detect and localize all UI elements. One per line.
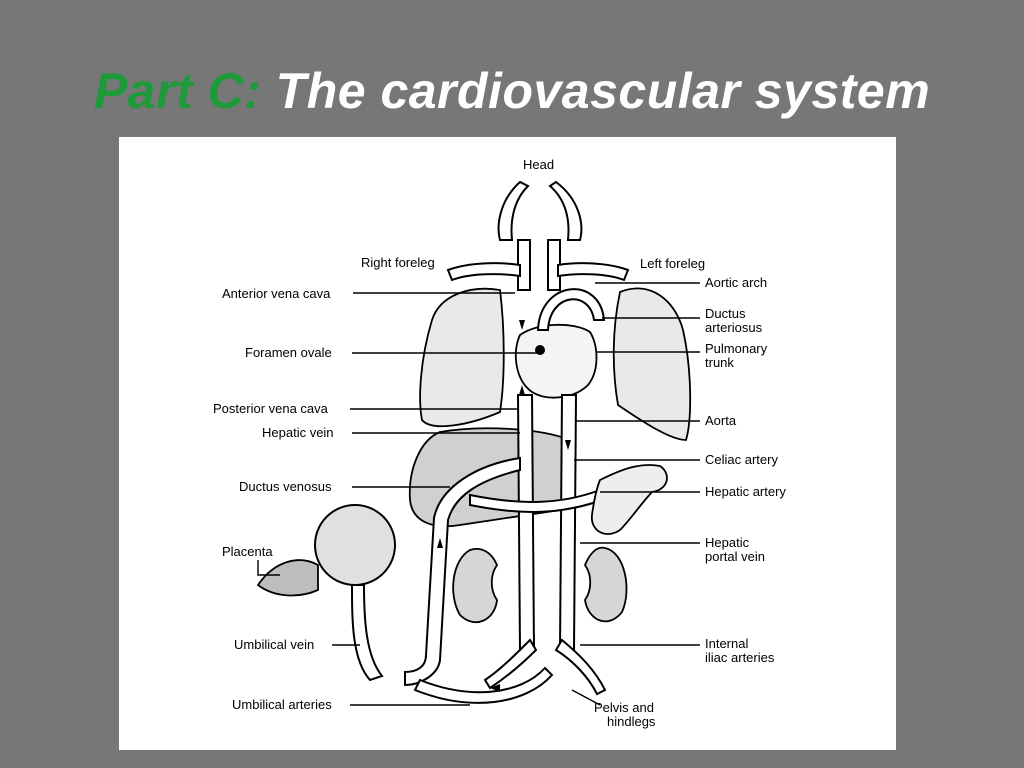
label-right-foreleg: Right foreleg	[361, 255, 435, 270]
right-foreleg-vessel	[446, 262, 521, 282]
flow-arrow	[490, 684, 500, 692]
left-foreleg-vessel	[557, 262, 630, 282]
head-vessels-right	[548, 180, 583, 241]
posterior-vena-cava-trunk	[516, 394, 536, 651]
slide-title: Part C: The cardiovascular system	[0, 62, 1024, 120]
heart	[514, 323, 598, 399]
right-kidney	[452, 548, 499, 624]
left-lung	[612, 287, 692, 441]
label-left-foreleg: Left foreleg	[640, 256, 705, 271]
label-pelvis-hindlegs-line2: hindlegs	[607, 714, 656, 729]
label-pulmonary-trunk-line2: trunk	[705, 355, 734, 370]
label-anterior-vena-cava: Anterior vena cava	[222, 286, 331, 301]
placenta	[314, 504, 396, 586]
aorta-trunk	[558, 394, 578, 651]
flow-arrow	[519, 385, 525, 395]
flow-arrow	[519, 320, 525, 330]
right-lung	[419, 287, 505, 428]
label-aortic-arch: Aortic arch	[705, 275, 767, 290]
placenta-membrane	[256, 559, 319, 597]
label-hepatic-portal-vein-line2: portal vein	[705, 549, 765, 564]
label-hepatic-portal-vein-line1: Hepatic	[705, 535, 750, 550]
neck-trunk	[517, 239, 561, 291]
label-internal-iliac-line1: Internal	[705, 636, 748, 651]
head-vessels	[497, 180, 530, 241]
label-placenta: Placenta	[222, 544, 273, 559]
title-main: The cardiovascular system	[275, 63, 931, 119]
leader-pelvis-hindlegs	[571, 689, 601, 706]
label-umbilical-vein: Umbilical vein	[234, 637, 314, 652]
flow-arrow	[565, 440, 571, 450]
title-prefix: Part C:	[93, 63, 262, 119]
label-pulmonary-trunk-line1: Pulmonary	[705, 341, 768, 356]
label-ductus-arteriosus-line1: Ductus	[705, 306, 746, 321]
label-pelvis-hindlegs-line1: Pelvis and	[594, 700, 654, 715]
label-ductus-venosus: Ductus venosus	[239, 479, 332, 494]
flow-arrow	[437, 538, 443, 548]
left-kidney	[583, 546, 628, 623]
umbilical-arteries-vessel	[413, 666, 554, 704]
aortic-arch	[536, 288, 606, 331]
label-aorta: Aorta	[705, 413, 737, 428]
label-ductus-arteriosus-line2: arteriosus	[705, 320, 763, 335]
label-internal-iliac-line2: iliac arteries	[705, 650, 775, 665]
ductus-venosus-vessel	[404, 456, 521, 687]
umbilical-cord	[350, 584, 384, 682]
diagram-panel: Head Right foreleg Left foreleg Anterior…	[119, 137, 896, 750]
label-head: Head	[523, 157, 554, 172]
label-celiac-artery: Celiac artery	[705, 452, 778, 467]
label-hepatic-vein: Hepatic vein	[262, 425, 334, 440]
label-foramen-ovale: Foramen ovale	[245, 345, 332, 360]
label-posterior-vena-cava: Posterior vena cava	[213, 401, 329, 416]
label-hepatic-artery: Hepatic artery	[705, 484, 786, 499]
label-umbilical-arteries: Umbilical arteries	[232, 697, 332, 712]
intestine	[591, 464, 668, 535]
leader-placenta	[257, 560, 280, 576]
cardiovascular-diagram: Head Right foreleg Left foreleg Anterior…	[213, 157, 786, 729]
